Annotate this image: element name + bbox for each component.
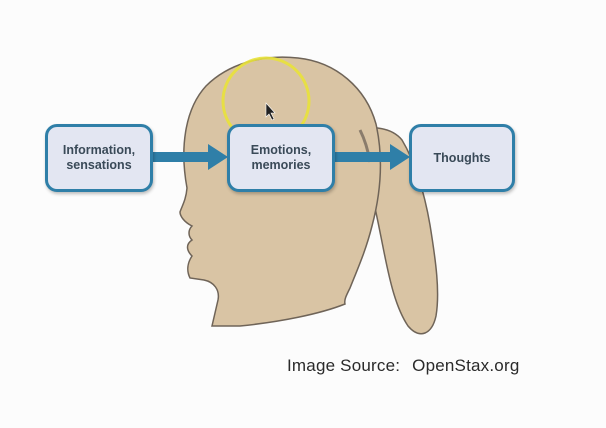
node-emotions-memories: Emotions, memories (227, 124, 335, 192)
node-label-line: sensations (66, 158, 132, 172)
arrow-emotions-to-thoughts (335, 144, 410, 170)
node-thoughts: Thoughts (409, 124, 515, 192)
caption-source: OpenStax.org (412, 356, 520, 375)
node-label-line: Emotions, (250, 143, 312, 157)
node-label-line: Thoughts (433, 150, 491, 165)
mouse-cursor-icon (265, 102, 276, 121)
arrow-info-to-emotions (153, 144, 228, 170)
node-label-line: Information, (62, 143, 136, 157)
node-information-sensations: Information, sensations (45, 124, 153, 192)
node-label-line: memories (251, 158, 311, 172)
caption-label: Image Source: (287, 356, 401, 375)
image-source-caption: Image Source: OpenStax.org (287, 356, 519, 376)
